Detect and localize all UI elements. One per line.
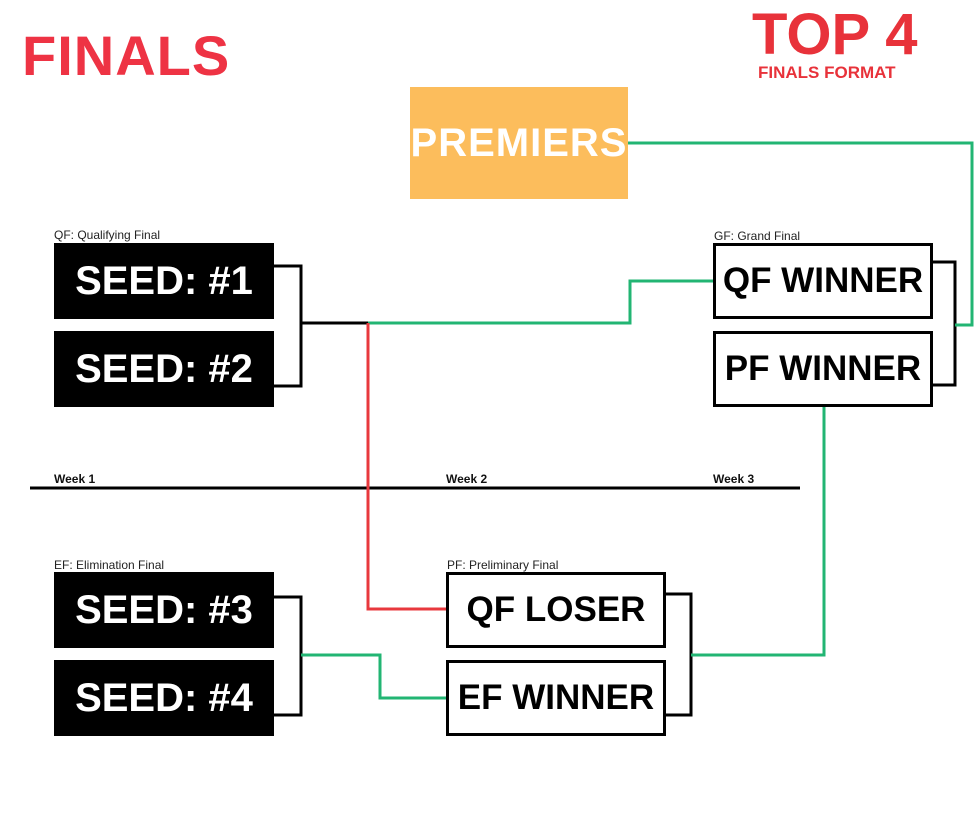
seed-2-label: SEED: #2 — [75, 346, 253, 391]
seed-3-label: SEED: #3 — [75, 587, 253, 632]
qf-winner-slot: QF WINNER — [713, 243, 933, 319]
seed-3-box: SEED: #3 — [54, 572, 274, 648]
premiers-box: PREMIERS — [410, 87, 628, 199]
seed-4-label: SEED: #4 — [75, 675, 253, 720]
ef-winner-path — [301, 653, 447, 700]
pf-caption: PF: Preliminary Final — [447, 558, 559, 572]
week-3-label: Week 3 — [713, 472, 755, 486]
pf-bracket — [666, 592, 693, 717]
format-subtitle: FINALS FORMAT — [758, 63, 896, 82]
premiers-label: PREMIERS — [410, 120, 628, 165]
premiers-path — [628, 141, 974, 327]
seed-2-box: SEED: #2 — [54, 331, 274, 407]
gf-caption: GF: Grand Final — [714, 229, 801, 243]
qf-caption: QF: Qualifying Final — [54, 228, 161, 242]
ef-bracket — [274, 595, 303, 717]
qf-bracket — [274, 264, 303, 388]
gf-bracket — [932, 260, 957, 387]
ef-winner-slot: EF WINNER — [446, 660, 666, 736]
page-title: FINALS — [22, 24, 231, 87]
ef-caption: EF: Elimination Final — [54, 558, 165, 572]
pf-winner-path — [691, 405, 826, 657]
seed-1-box: SEED: #1 — [54, 243, 274, 319]
pf-winner-slot: PF WINNER — [713, 331, 933, 407]
week-2-label: Week 2 — [446, 472, 488, 486]
qf-loser-path — [366, 323, 447, 611]
format-headline: TOP 4 — [752, 2, 918, 67]
pf-winner-label: PF WINNER — [724, 349, 922, 388]
seed-4-box: SEED: #4 — [54, 660, 274, 736]
week-1-label: Week 1 — [54, 472, 96, 486]
qf-loser-label: QF LOSER — [466, 590, 646, 629]
ef-winner-label: EF WINNER — [457, 678, 655, 717]
qf-loser-slot: QF LOSER — [446, 572, 666, 648]
qf-winner-label: QF WINNER — [722, 261, 924, 300]
seed-1-label: SEED: #1 — [75, 258, 253, 303]
qf-winner-path — [368, 279, 714, 325]
